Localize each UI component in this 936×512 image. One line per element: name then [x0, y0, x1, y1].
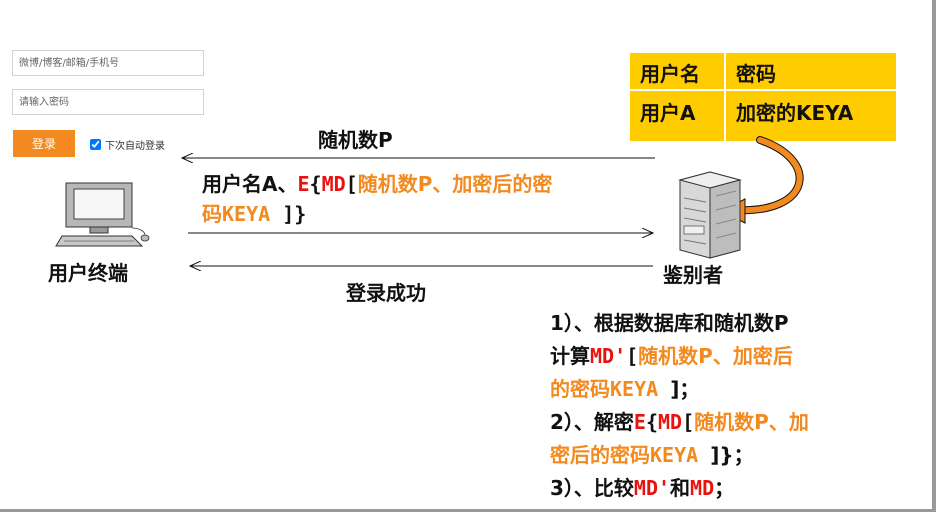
cell-username: 用户A: [630, 91, 724, 141]
client-label: 用户终端: [48, 261, 128, 285]
step-3: 3）、比较MD'和MD；: [550, 476, 735, 500]
server-icon: [678, 171, 742, 259]
step-1: 1）、根据数据库和随机数P 计算MD'[随机数P、加密后 的密码KEYA ]；: [550, 311, 793, 401]
password-input[interactable]: [12, 89, 204, 115]
request-label: 用户名A、E{MD[随机数P、加密后的密 码KEYA ]}: [202, 172, 553, 226]
computer-icon: [55, 182, 150, 247]
frame-edge-right: [932, 0, 936, 512]
random-label: 随机数P: [318, 128, 393, 152]
login-button[interactable]: 登录: [13, 130, 75, 157]
username-input[interactable]: [12, 50, 204, 76]
frame-edge-bottom: [0, 509, 936, 512]
step-2: 2）、解密E{MD[随机数P、加 密后的密码KEYA ]}；: [550, 410, 809, 467]
server-label: 鉴别者: [663, 263, 723, 287]
remember-checkbox[interactable]: [90, 139, 101, 150]
cell-password: 加密的KEYA: [726, 91, 896, 141]
success-label: 登录成功: [346, 281, 426, 305]
credential-table: 用户名 密码 用户A 加密的KEYA: [630, 53, 896, 141]
remember-me[interactable]: 下次自动登录: [90, 137, 165, 152]
verification-steps: 1）、根据数据库和随机数P 计算MD'[随机数P、加密后 的密码KEYA ]； …: [550, 307, 920, 505]
header-username: 用户名: [630, 53, 724, 89]
remember-label: 下次自动登录: [105, 141, 165, 152]
lookup-arrow: [732, 137, 803, 214]
header-password: 密码: [726, 53, 896, 89]
